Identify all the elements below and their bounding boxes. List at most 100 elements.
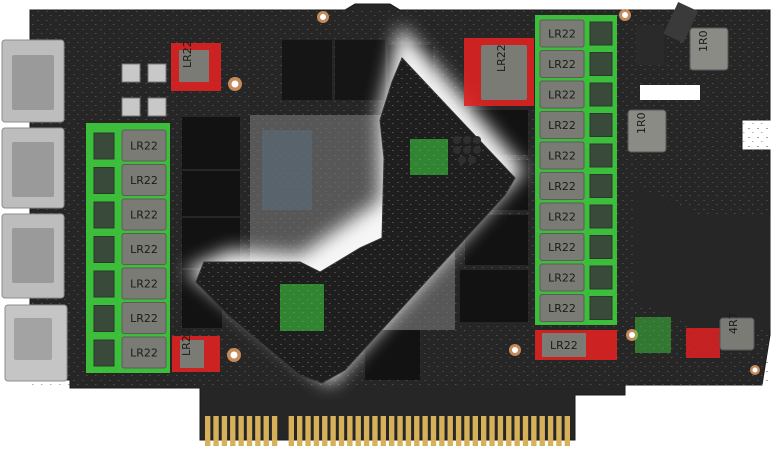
gold-finger [372,416,378,446]
gold-finger [338,416,345,446]
inductor-label: LR22 [130,174,158,187]
inductor-right-7: LR22 [539,202,585,231]
power-stage [589,82,613,107]
gold-finger [389,416,395,446]
gold-finger [330,416,336,446]
gold-finger [472,416,478,446]
gold-finger [556,416,562,446]
gold-finger [397,416,403,446]
red-highlights [171,38,720,372]
gold-finger [447,416,453,446]
gold-finger [363,416,370,446]
inductor-label: LR22 [548,180,576,193]
inductor-right-8: LR22 [539,233,585,261]
gold-finger [288,416,294,446]
inductor-label-red-bottom-right: LR22 [550,339,578,352]
gold-finger [305,416,311,446]
power-stage [93,270,115,298]
inductor-right-4: LR22 [539,111,585,139]
inductor-label-red-top-right: LR22 [495,44,508,72]
power-stage [589,52,613,76]
gold-finger [455,416,462,446]
inductor-right-6: LR22 [539,172,585,200]
gold-finger [481,416,487,446]
power-stage [589,296,613,320]
inductor-left-4: LR22 [121,233,167,265]
inductor-label: LR22 [548,89,576,102]
gold-finger [464,416,470,446]
gold-finger [213,416,219,446]
power-stage [589,21,613,46]
inductor-label-red-top-left: LR22 [181,40,194,68]
inductor-label: LR22 [548,241,576,254]
inductor-left-7: LR22 [121,336,167,369]
inductor-label: LR22 [130,140,158,153]
gold-finger [347,416,353,446]
mounting-holes [227,9,760,375]
gold-finger [230,416,236,446]
inductor-right-1: LR22 [539,19,585,48]
inductor-label-4r7: 4R7 [727,312,740,334]
gold-finger [297,416,303,446]
power-stage [93,132,115,160]
power-stage [93,305,115,332]
inductor-label: LR22 [130,347,158,360]
inductor-label: LR22 [130,312,158,325]
power-stage [93,201,115,229]
power-stage [93,236,115,263]
power-stage [589,113,613,137]
inductor-right-3: LR22 [539,80,585,109]
inductor-label: LR22 [548,119,576,132]
gold-finger [263,416,269,446]
inductor-right-2: LR22 [539,50,585,78]
power-stage [589,204,613,229]
inductor-label: LR22 [130,278,158,291]
inductor-label: LR22 [548,211,576,224]
inductor-label-red-bottom-left: LR22 [180,328,193,356]
gold-finger [497,416,504,446]
gold-finger [422,416,428,446]
inductor-label-1r0-mid: 1R0 [635,112,648,134]
inductor-label: LR22 [130,209,158,222]
inductor-label: LR22 [548,150,576,163]
gold-finger [246,416,253,446]
power-stage [589,174,613,198]
inductor-label: LR22 [548,302,576,315]
inductor-label: LR22 [548,28,576,41]
power-stage [589,265,613,290]
power-stage [93,339,115,367]
gold-finger [430,416,437,446]
inductor-left-3: LR22 [121,198,167,231]
inductor-right-9: LR22 [539,263,585,292]
gold-finger [221,416,228,446]
gold-finger [255,416,261,446]
gold-finger [506,416,512,446]
gold-finger [564,416,570,446]
gold-finger [205,416,211,446]
inductor-left-5: LR22 [121,267,167,300]
gold-finger [355,416,361,446]
gold-finger [380,416,386,446]
inductor-left-6: LR22 [121,302,167,334]
gold-finger [238,416,244,446]
gold-finger [522,416,529,446]
inductor-label: LR22 [130,243,158,256]
gold-finger [271,416,278,446]
gold-finger [405,416,412,446]
gold-finger [414,416,420,446]
inductor-left-1: LR22 [121,129,167,162]
gold-finger [514,416,520,446]
inductor-right-10: LR22 [539,294,585,322]
inductor-label: LR22 [548,272,576,285]
gold-finger [313,416,320,446]
inductor-right-5: LR22 [539,141,585,170]
gold-finger [547,416,554,446]
inductor-label: LR22 [548,58,576,71]
gold-finger [489,416,495,446]
power-stage [93,167,115,194]
power-stage [589,143,613,168]
